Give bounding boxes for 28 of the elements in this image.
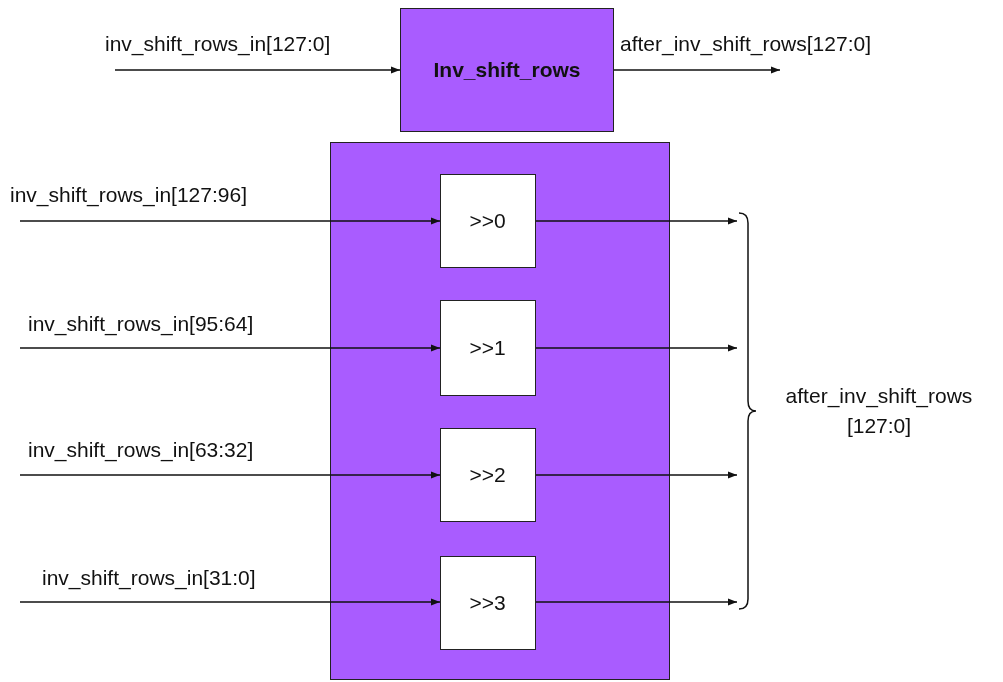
signal-label: inv_shift_rows_in[63:32] (28, 438, 254, 462)
block-label: >>0 (469, 208, 506, 233)
arrow (19, 471, 441, 479)
signal-label: inv_shift_rows_in[127:96] (10, 183, 247, 207)
arrow (535, 217, 738, 225)
process-box (439, 299, 536, 396)
process-box (439, 427, 536, 522)
arrow (535, 344, 738, 352)
arrow (535, 598, 738, 606)
block-label: >>3 (469, 590, 506, 615)
container-box (330, 142, 670, 680)
arrow (613, 66, 781, 74)
arrow (114, 66, 401, 74)
signal-label: inv_shift_rows_in[31:0] (42, 566, 256, 590)
arrow (19, 217, 441, 225)
bus-label: after_inv_shift_rows [127:0] (784, 383, 974, 439)
block-label: >>1 (469, 335, 506, 360)
arrow (19, 344, 441, 352)
signal-label: inv_shift_rows_in[127:0] (105, 32, 331, 56)
block-label: >>2 (469, 462, 506, 487)
process-box (400, 8, 614, 132)
block-label: Inv_shift_rows (433, 58, 581, 82)
process-box (439, 173, 536, 268)
signal-label: after_inv_shift_rows[127:0] (620, 32, 871, 56)
arrow (535, 471, 738, 479)
process-box (439, 555, 536, 650)
arrow (19, 598, 441, 606)
signal-label: inv_shift_rows_in[95:64] (28, 312, 254, 336)
